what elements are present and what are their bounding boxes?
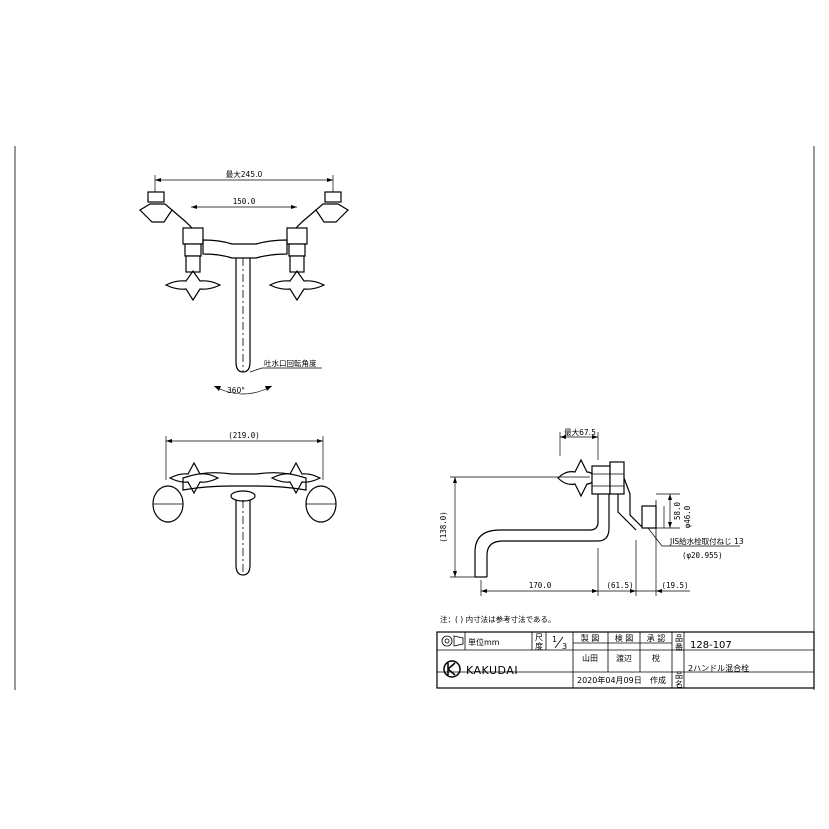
name-drafted: 山田: [582, 653, 598, 663]
jis-thread-label: JIS給水栓取付ねじ 13: [669, 536, 744, 546]
dim-bottom-width: (219.0): [228, 431, 260, 440]
dim-side-v1: 58.0: [673, 501, 682, 520]
dim-center-distance: 150.0: [233, 197, 256, 206]
reference-note: 注：( ) 内寸法は参考寸法である。: [440, 614, 556, 624]
brand-logo: KAKUDAI: [443, 660, 518, 678]
dim-side-mid: (61.5): [606, 581, 633, 590]
dim-side-top: 最大67.5: [564, 427, 596, 437]
dim-side-v2: φ46.0: [683, 505, 692, 528]
role-drafted: 製 図: [581, 633, 600, 643]
bottom-view: (219.0): [152, 431, 337, 576]
dim-spout-length: 170.0: [529, 581, 552, 590]
brand-name: KAKUDAI: [466, 664, 518, 677]
date-suffix: 作成: [650, 675, 666, 685]
name-checked: 渡辺: [616, 653, 632, 663]
scale-denominator: 3: [562, 642, 567, 651]
part-name-label-1: 品: [675, 671, 683, 680]
title-block: 単位mm 尺 度 1 3 製 図 検 図 承 認 山田 渡辺 梲 品 番 128…: [436, 631, 815, 689]
drawing-date: 2020年04月09日: [577, 675, 642, 685]
rotation-angle: 360°: [227, 386, 245, 395]
projection-symbol-icon: [441, 635, 464, 647]
role-approved: 承 認: [647, 633, 666, 643]
dim-side-right: (19.5): [661, 581, 688, 590]
rotation-label: 吐水口回転角度: [264, 358, 317, 368]
scale-numerator: 1: [552, 635, 557, 644]
part-name-label-2: 名: [675, 679, 683, 689]
dim-side-height: (138.0): [439, 511, 448, 543]
front-view: 最大245.0 150.0 360°: [139, 169, 349, 395]
part-no-label-2: 番: [675, 642, 683, 652]
unit-label: 単位mm: [468, 637, 500, 647]
scale-label-1: 尺: [535, 633, 543, 642]
scale-label-2: 度: [535, 641, 543, 651]
dim-overall-width: 最大245.0: [226, 169, 263, 179]
side-view: 最大67.5 (138.0) 58.0 φ46.0: [439, 427, 744, 596]
name-approved: 梲: [652, 653, 660, 663]
part-number: 128-107: [690, 640, 732, 651]
part-no-label-1: 品: [675, 634, 683, 643]
part-name: 2ハンドル混合栓: [688, 663, 749, 673]
role-checked: 検 図: [615, 633, 634, 643]
jis-thread-dim: (φ20.955): [682, 551, 723, 560]
